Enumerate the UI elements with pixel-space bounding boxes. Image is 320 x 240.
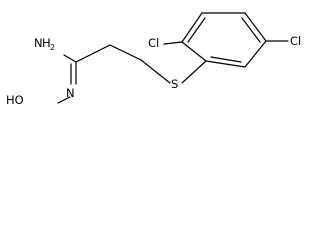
ring-bond-c1-c2 [181, 41, 207, 62]
chemical-structure: N H 2 N HO S Cl Cl [6, 12, 301, 107]
amine-hydrogen-label: H [42, 36, 51, 50]
amine-nitrogen-label: N [34, 36, 43, 50]
ring-bond-c4-c5-inner [241, 17, 261, 43]
bond-c2-c3 [109, 44, 142, 61]
bond-c-nh2 [63, 54, 77, 63]
imine-nitrogen-label: N [66, 86, 75, 100]
hydroxyl-label: HO [6, 93, 24, 107]
ring-bond-c2-c3-inner [187, 17, 206, 43]
ring-bond-c2-c3 [181, 12, 203, 43]
bond-c1-c2 [75, 44, 111, 63]
chlorine-meta-label: Cl [290, 34, 301, 48]
ring-bond-c5-c6 [244, 40, 267, 68]
amine-hydrogen-count: 2 [50, 43, 55, 52]
sulfur-label: S [171, 77, 178, 91]
ring-bond-c6-c1-inner [210, 56, 242, 63]
chlorine-ortho-label: Cl [148, 36, 159, 50]
bond-c3-s [140, 59, 171, 84]
ring-bond-c6-c1 [205, 60, 246, 68]
bond-s-ring [181, 60, 207, 84]
ring-bond-c4-c5 [244, 12, 267, 42]
bond-n-o [57, 96, 71, 104]
bond-ring-cl-ortho [163, 41, 183, 45]
